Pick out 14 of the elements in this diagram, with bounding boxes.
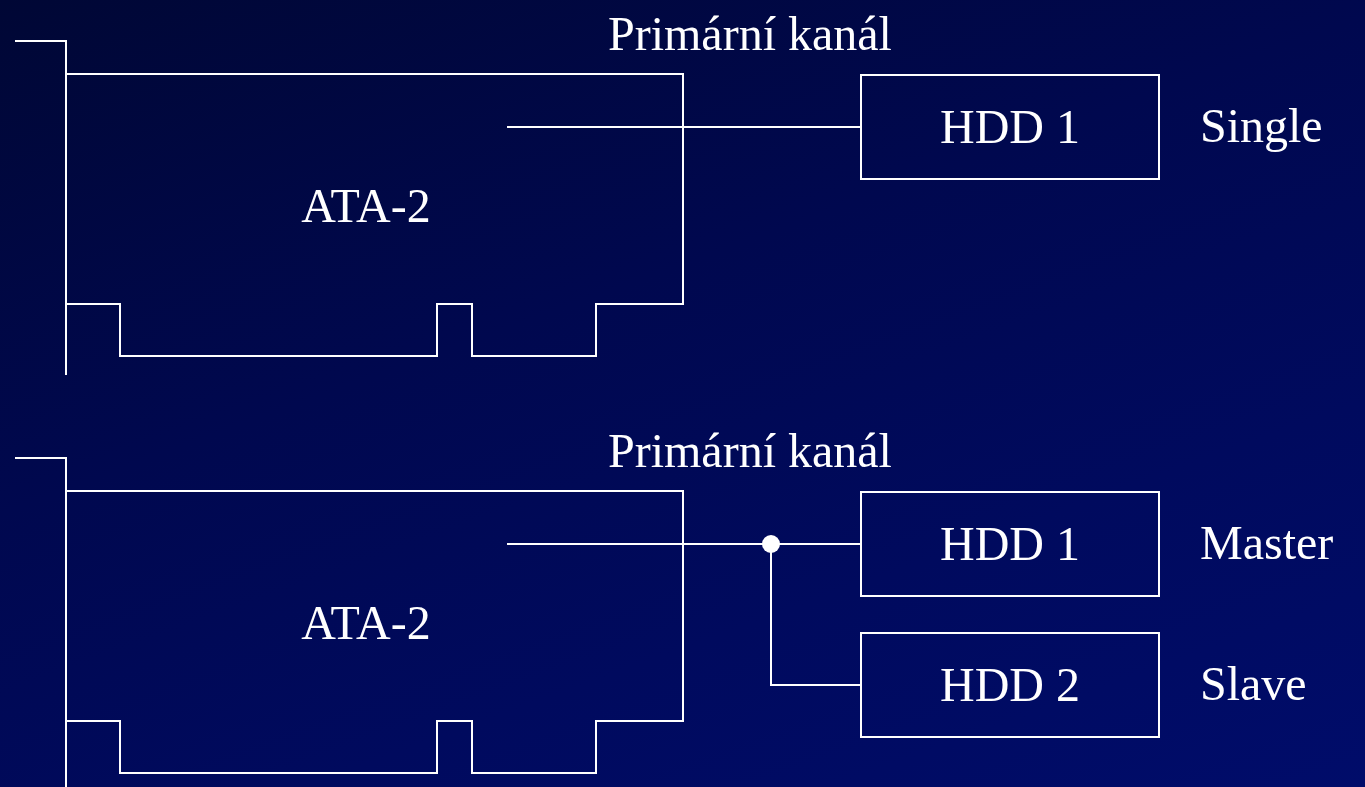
connector-line (683, 126, 861, 128)
channel-label: Primární kanál (608, 425, 892, 478)
mode-label: Single (1200, 100, 1323, 153)
channel-label: Primární kanál (608, 8, 892, 61)
drive-box (860, 632, 1160, 738)
drive-label: HDD 2 (940, 658, 1080, 712)
card-label: ATA-2 (300, 180, 432, 233)
drive-label: HDD 1 (940, 100, 1080, 154)
mode-label: Slave (1200, 658, 1307, 711)
mode-label: Master (1200, 517, 1334, 570)
card-label: ATA-2 (300, 597, 432, 650)
drive-box (860, 74, 1160, 180)
drive-label: HDD 1 (940, 517, 1080, 571)
drive-box (860, 491, 1160, 597)
